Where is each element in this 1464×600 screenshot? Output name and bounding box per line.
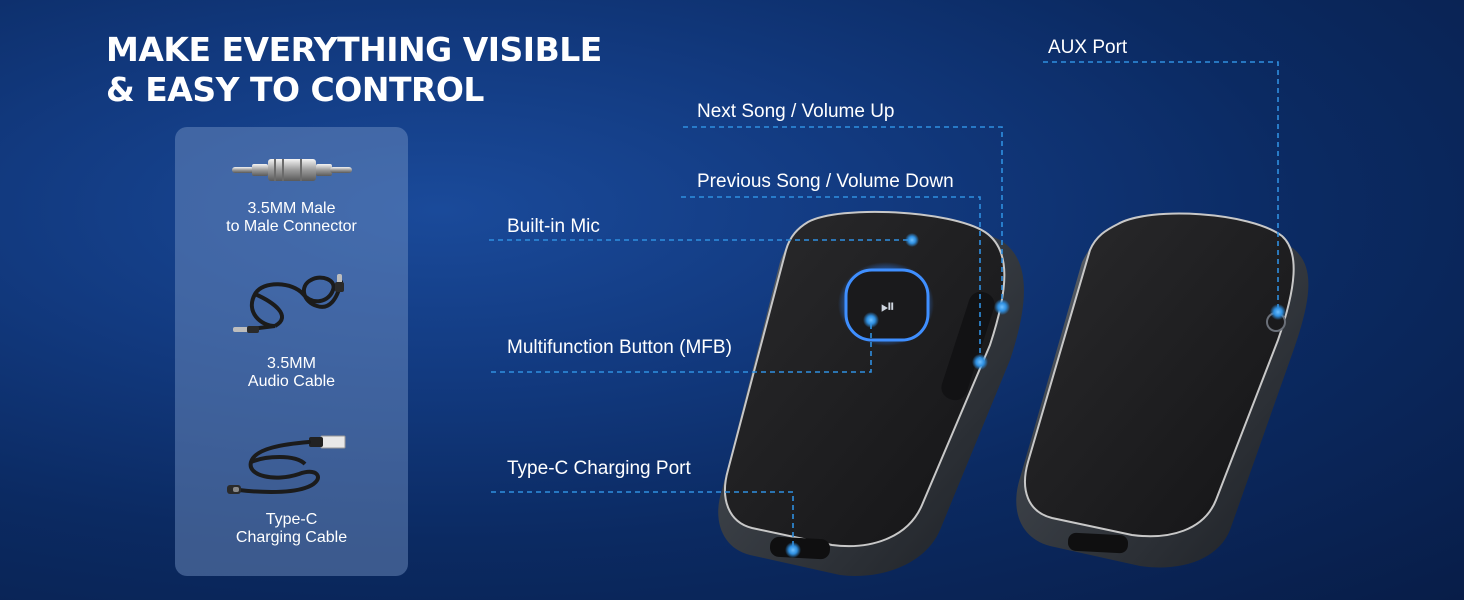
headline: MAKE EVERYTHING VISIBLE & EASY TO CONTRO… bbox=[106, 30, 602, 110]
accessory-panel: 3.5MM Male to Male Connector 3.5MM Audio… bbox=[175, 127, 408, 576]
aux-connector-icon bbox=[232, 159, 352, 181]
accessory-label-line-1: 3.5MM Male bbox=[247, 200, 336, 217]
receiver-device-back bbox=[1016, 212, 1309, 568]
callout-aux-port: AUX Port bbox=[1048, 37, 1128, 58]
headline-line-1: MAKE EVERYTHING VISIBLE bbox=[106, 30, 602, 69]
audio-cable-icon bbox=[233, 274, 344, 333]
callout-built-in-mic: Built-in Mic bbox=[507, 216, 600, 237]
accessory-label-line-2: Charging Cable bbox=[235, 529, 348, 546]
headline-line-2: & EASY TO CONTROL bbox=[106, 70, 484, 109]
callout-dots bbox=[785, 233, 1286, 558]
usb-c-cable-icon bbox=[227, 435, 346, 494]
callout-charging-port: Type-C Charging Port bbox=[507, 458, 691, 479]
multifunction-button: ⏯ bbox=[838, 262, 934, 346]
accessory-label-line-1: 3.5MM bbox=[267, 355, 316, 372]
accessory-label-line-1: Type-C bbox=[265, 511, 318, 528]
callout-next-song: Next Song / Volume Up bbox=[697, 101, 895, 122]
accessory-item-connector: 3.5MM Male to Male Connector bbox=[175, 200, 408, 236]
callout-lines bbox=[489, 61, 1279, 550]
accessory-item-audio-cable: 3.5MM Audio Cable bbox=[175, 355, 408, 391]
accessory-item-charging-cable: Type-C Charging Cable bbox=[175, 511, 408, 547]
receiver-device-front: ⏯ bbox=[718, 210, 1024, 576]
callout-multifunction-button: Multifunction Button (MFB) bbox=[507, 337, 732, 358]
accessory-label-line-2: to Male Connector bbox=[226, 218, 357, 235]
callout-previous-song: Previous Song / Volume Down bbox=[697, 171, 954, 192]
accessory-label-line-2: Audio Cable bbox=[247, 373, 336, 390]
svg-text:⏯: ⏯ bbox=[881, 296, 895, 317]
